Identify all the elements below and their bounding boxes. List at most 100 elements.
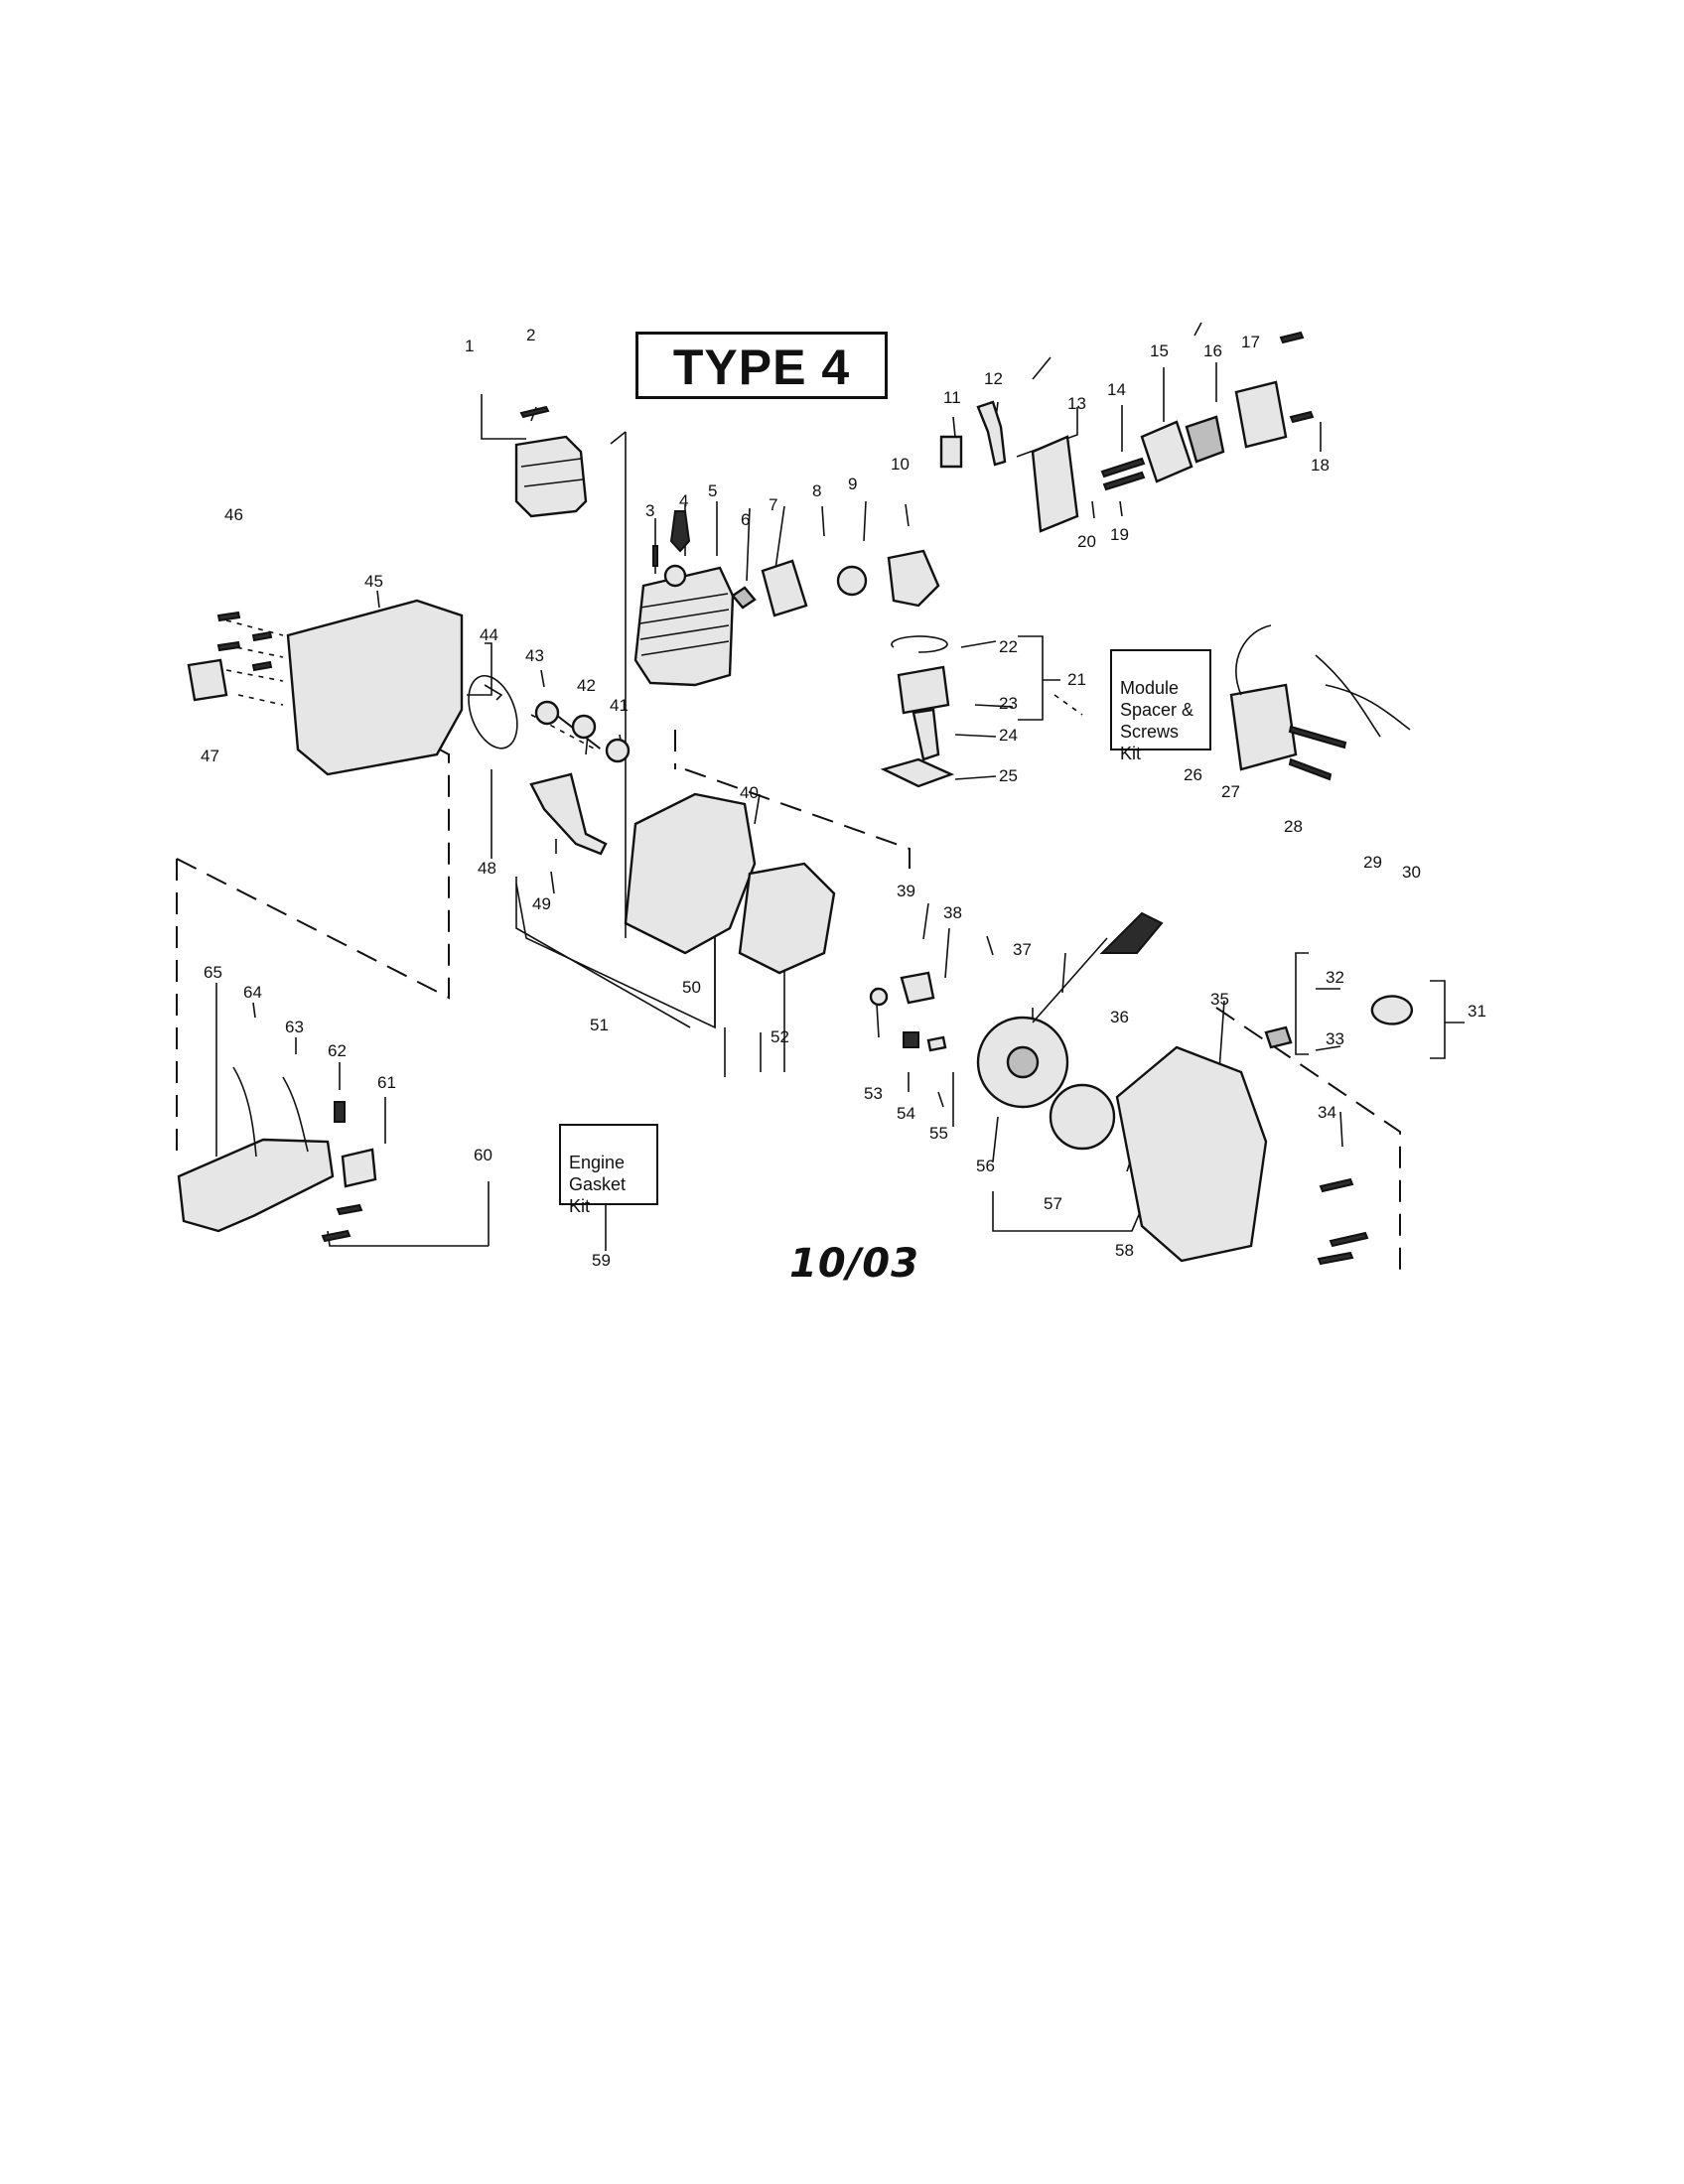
kill-wire-a [1315,654,1381,738]
gasket-kit-label: Engine Gasket Kit [569,1153,627,1216]
clamp-32 [1370,995,1414,1025]
callout-8: 8 [812,481,821,500]
bearing-42 [571,714,597,740]
callout-35: 35 [1210,990,1229,1009]
starter-handle [1099,911,1164,954]
callout-30: 30 [1402,863,1421,882]
callout-23: 23 [999,694,1018,713]
callout-42: 42 [577,676,596,695]
callout-12: 12 [984,369,1003,388]
callout-1: 1 [465,337,474,355]
air-filter [1185,415,1225,464]
air-box [1031,435,1079,533]
callout-labels: 1 2 3 4 5 6 7 8 9 10 11 12 13 14 15 16 1… [201,326,1486,1270]
callout-62: 62 [328,1041,347,1060]
callout-11: 11 [943,388,961,407]
cylinder-gasket [731,586,757,610]
fuel-line-64 [232,1066,257,1158]
choke-lever [976,400,1007,467]
cylinder [633,564,735,687]
pawl-35 [1264,1025,1293,1049]
spark-plug-wire [1235,624,1272,696]
callout-49: 49 [532,894,551,913]
callout-53: 53 [864,1084,883,1103]
fuel-line-63 [282,1076,309,1153]
starter-hub [1006,1045,1040,1079]
module-kit-box: Module Spacer & Screws Kit [1110,649,1211,763]
callout-51: 51 [590,1016,609,1034]
washer-53 [869,987,889,1007]
crankcase [624,792,757,955]
seal-43 [534,700,560,726]
flywheel-housing [738,862,836,975]
callout-6: 6 [741,510,750,529]
spark-plug [669,510,691,553]
callout-41: 41 [610,696,629,715]
revision-date: 10/03 [789,1241,919,1287]
callout-21: 21 [1067,670,1086,689]
callout-57: 57 [1044,1194,1062,1213]
callout-63: 63 [285,1018,304,1036]
carburetor [887,549,940,608]
callout-60: 60 [474,1146,492,1164]
gasket-kit-box: Engine Gasket Kit [559,1124,658,1216]
callout-15: 15 [1150,341,1169,360]
callout-36: 36 [1110,1008,1129,1026]
callout-9: 9 [848,475,857,493]
callout-32: 32 [1326,968,1344,987]
callout-25: 25 [999,766,1018,785]
type-label: TYPE 4 [672,340,851,395]
piston-ring [891,635,948,653]
screw-54 [903,1031,919,1048]
callout-43: 43 [525,646,544,665]
housing-screws [1317,1177,1369,1266]
callout-47: 47 [201,747,219,765]
muffler-cover [514,435,588,518]
callout-31: 31 [1468,1002,1486,1021]
callout-4: 4 [679,491,688,510]
fuel-cap [341,1148,377,1188]
muffler-plate [761,559,808,617]
starter-rope [1032,937,1108,1024]
callout-28: 28 [1284,817,1303,836]
callout-38: 38 [943,903,962,922]
primer-bracket [187,658,228,702]
leader-lines [215,322,1465,1251]
callout-20: 20 [1077,532,1096,551]
callout-56: 56 [976,1157,995,1175]
callout-26: 26 [1184,765,1202,784]
ignition-module [1229,683,1298,771]
callout-18: 18 [1311,456,1330,475]
callout-5: 5 [708,481,717,500]
callout-37: 37 [1013,940,1032,959]
rewind-spring [1049,1083,1116,1151]
callout-14: 14 [1107,380,1126,399]
crankshaft [529,772,608,856]
shroud-screws [216,611,273,672]
callout-39: 39 [897,882,915,900]
muffler-screw [519,405,550,419]
callout-64: 64 [243,983,262,1002]
callout-59: 59 [592,1251,611,1270]
callout-65: 65 [204,963,222,982]
callout-2: 2 [526,326,535,344]
callout-34: 34 [1318,1103,1336,1122]
connecting-rod [912,708,940,761]
stud [652,545,658,567]
callout-33: 33 [1326,1029,1344,1048]
callout-40: 40 [740,783,759,802]
callout-54: 54 [897,1104,915,1123]
callout-22: 22 [999,637,1018,656]
callout-46: 46 [224,505,243,524]
callout-45: 45 [364,572,383,591]
callout-17: 17 [1241,333,1260,351]
air-filter-cover [1234,380,1288,449]
callout-13: 13 [1067,394,1086,413]
module-screws [1288,725,1347,781]
callout-52: 52 [771,1027,789,1046]
pawl-retainer [900,971,935,1005]
callout-48: 48 [478,859,496,878]
callout-44: 44 [480,625,498,644]
engine-shroud [286,599,464,776]
